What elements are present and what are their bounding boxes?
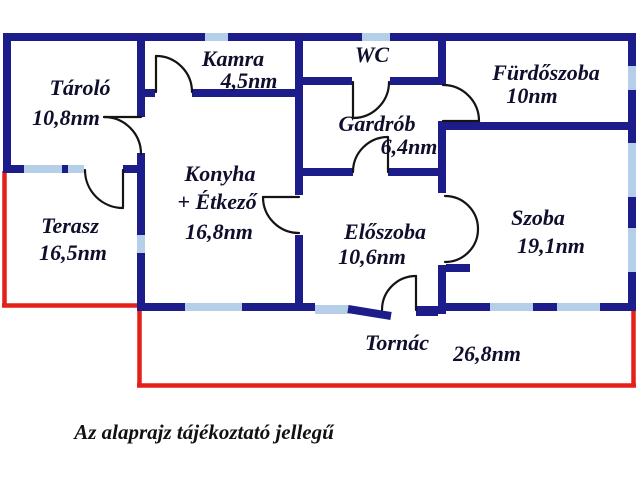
label-terasz: Terasz — [41, 213, 99, 238]
wall-bottom-angled — [347, 305, 392, 320]
wall-bottom-4 — [533, 303, 557, 311]
doors — [83, 54, 481, 312]
window-furdoszoba-east — [628, 66, 636, 90]
label-gardrob: Gardrób — [338, 111, 415, 136]
label-szoba: Szoba — [511, 205, 565, 230]
wall-gardrob-bottom-2 — [388, 168, 446, 176]
door-arc-gardrob — [351, 135, 390, 174]
label-terasz-area: 16,5nm — [39, 240, 107, 265]
window-kamra-top — [205, 33, 228, 41]
wall-konyha-east-2 — [295, 235, 303, 311]
window-tarolo-1 — [24, 165, 62, 173]
wall-tarolo-east-1 — [137, 41, 145, 117]
window-konyha-south — [185, 303, 242, 311]
label-konyha: Konyha — [184, 161, 256, 186]
wall-gardrob-bottom-1 — [295, 168, 353, 176]
wall-top-1 — [3, 33, 205, 41]
door-arc-konyha — [261, 195, 301, 235]
label-tarolo: Tároló — [49, 75, 110, 100]
wall-entry-jamb — [416, 306, 438, 316]
window-szoba-south-2 — [557, 303, 600, 311]
label-tornac-area: 26,8nm — [452, 341, 521, 366]
walls — [3, 33, 636, 320]
label-kamra-area: 4,5nm — [220, 68, 278, 93]
wall-konyha-west — [137, 253, 145, 311]
wall-furdoszoba-bottom — [438, 122, 636, 130]
door-arc-entry — [380, 274, 418, 312]
wall-szoba-west-2 — [438, 265, 446, 314]
label-gardrob-area: 6,4nm — [381, 134, 438, 159]
window-szoba-south-1 — [490, 303, 533, 311]
wall-bottom-2 — [242, 303, 315, 311]
door-arc-szoba-upper — [443, 194, 480, 231]
label-konyha-line2: + Étkező — [177, 189, 258, 214]
wall-wc-bottom-2 — [390, 77, 446, 85]
terrace-outlines — [2, 171, 636, 388]
label-tarolo-area: 10,8nm — [32, 105, 100, 130]
door-arc-terasz — [83, 168, 125, 210]
wall-right-4 — [628, 272, 636, 311]
door-arc-kamra — [154, 54, 194, 94]
disclaimer-caption: Az alaprajz tájékoztató jellegű — [72, 420, 335, 444]
window-szoba-east-2 — [628, 228, 636, 272]
wall-top-3 — [390, 33, 636, 41]
wall-tarolo-bottom-2 — [62, 165, 68, 173]
wall-bottom-5 — [600, 303, 636, 311]
wall-tarolo-bottom-3 — [123, 165, 145, 173]
label-eloszoba-area: 10,6nm — [338, 244, 406, 269]
window-wc-top — [362, 33, 390, 41]
label-wc: WC — [355, 42, 390, 67]
wall-wc-furdoszoba-divider — [438, 41, 446, 85]
windows — [24, 33, 636, 314]
wall-right-2 — [628, 90, 636, 143]
wall-right-1 — [628, 41, 636, 66]
wall-bottom-3 — [443, 303, 490, 311]
wall-top-2 — [228, 33, 362, 41]
wall-tarolo-bottom-1 — [3, 165, 24, 173]
label-kamra: Kamra — [201, 46, 264, 71]
window-szoba-east-1 — [628, 143, 636, 197]
label-furdoszoba-area: 10nm — [506, 83, 557, 108]
wall-left — [3, 33, 11, 173]
door-arc-furdoszoba — [441, 83, 481, 123]
window-eloszoba-south — [315, 305, 350, 314]
label-tornac: Tornác — [365, 330, 429, 355]
wall-wc-bottom-1 — [295, 77, 352, 85]
label-konyha-area: 16,8nm — [185, 219, 253, 244]
wall-konyha-east-1 — [295, 41, 303, 195]
wall-bottom-1 — [137, 303, 185, 311]
door-arc-tarolo — [102, 115, 143, 156]
door-arc-szoba-lower — [443, 227, 480, 264]
window-tarolo-2 — [68, 165, 84, 173]
window-konyha-west — [137, 235, 145, 253]
door-arc-wc — [351, 80, 391, 120]
room-labels: Tároló 10,8nm Kamra 4,5nm WC Fürdőszoba … — [32, 42, 600, 366]
wall-right-3 — [628, 197, 636, 228]
wall-tarolo-east-2 — [137, 153, 145, 235]
label-eloszoba: Előszoba — [343, 219, 426, 244]
label-szoba-area: 19,1nm — [517, 233, 585, 258]
wall-szoba-west-1 — [438, 121, 446, 193]
wall-szoba-stub — [446, 264, 470, 272]
wall-kamra-bottom-1 — [137, 89, 155, 97]
label-furdoszoba: Fürdőszoba — [491, 60, 600, 85]
wall-kamra-bottom-2 — [192, 89, 303, 97]
